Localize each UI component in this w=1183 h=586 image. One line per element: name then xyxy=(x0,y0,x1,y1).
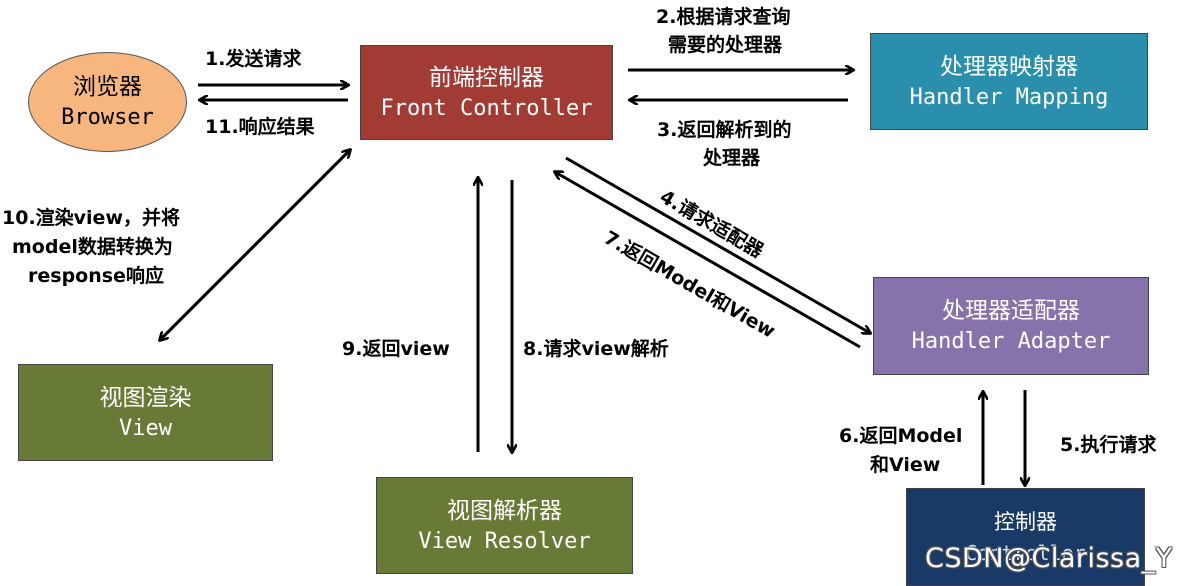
label-return-model-view-ctrl-2: 和View xyxy=(870,454,941,476)
front-controller-en: Front Controller xyxy=(380,95,593,121)
arrow-request-adapter xyxy=(565,156,870,333)
front-controller-node: 前端控制器 Front Controller xyxy=(360,45,613,140)
handler-mapping-cn: 处理器映射器 xyxy=(940,53,1078,80)
view-resolver-en: View Resolver xyxy=(418,528,591,554)
front-controller-cn: 前端控制器 xyxy=(429,64,544,91)
view-resolver-cn: 视图解析器 xyxy=(447,497,562,524)
controller-en: Controller xyxy=(965,541,1086,565)
browser-node: 浏览器 Browser xyxy=(28,52,187,152)
handler-mapping-node: 处理器映射器 Handler Mapping xyxy=(870,33,1148,130)
watermark: CSDN@Clarissa_Y xyxy=(925,543,1173,574)
label-return-view: 9.返回view xyxy=(342,338,450,360)
view-en: View xyxy=(119,415,172,441)
browser-cn: 浏览器 xyxy=(73,74,142,100)
controller-cn: 控制器 xyxy=(994,510,1057,534)
browser-en: Browser xyxy=(61,105,154,130)
handler-adapter-en: Handler Adapter xyxy=(911,329,1111,354)
view-cn: 视图渲染 xyxy=(99,384,192,411)
label-request-view-resolve: 8.请求view解析 xyxy=(523,338,669,360)
controller-node: 控制器 Controller xyxy=(906,488,1145,586)
arrow-render-view-back xyxy=(158,150,350,342)
label-execute-request: 5.执行请求 xyxy=(1060,434,1157,456)
label-return-model-view-ctrl-1: 6.返回Model xyxy=(839,425,963,447)
label-render-view-1: 10.渲染view，并将 xyxy=(2,207,180,229)
handler-adapter-cn: 处理器适配器 xyxy=(942,298,1080,324)
handler-mapping-en: Handler Mapping xyxy=(909,84,1109,110)
arrow-return-model-view xyxy=(555,172,861,349)
label-query-handler-1: 2.根据请求查询 xyxy=(656,6,791,28)
label-render-view-3: response响应 xyxy=(28,265,164,287)
label-return-handler-2: 处理器 xyxy=(703,147,761,169)
label-return-handler-1: 3.返回解析到的 xyxy=(657,119,792,141)
handler-adapter-node: 处理器适配器 Handler Adapter xyxy=(873,277,1149,375)
label-render-view-2: model数据转换为 xyxy=(12,236,173,258)
label-send-request: 1.发送请求 xyxy=(205,48,302,70)
view-node: 视图渲染 View xyxy=(18,364,273,461)
label-response-result: 11.响应结果 xyxy=(205,116,315,138)
label-query-handler-2: 需要的处理器 xyxy=(668,34,783,56)
view-resolver-node: 视图解析器 View Resolver xyxy=(376,477,633,574)
